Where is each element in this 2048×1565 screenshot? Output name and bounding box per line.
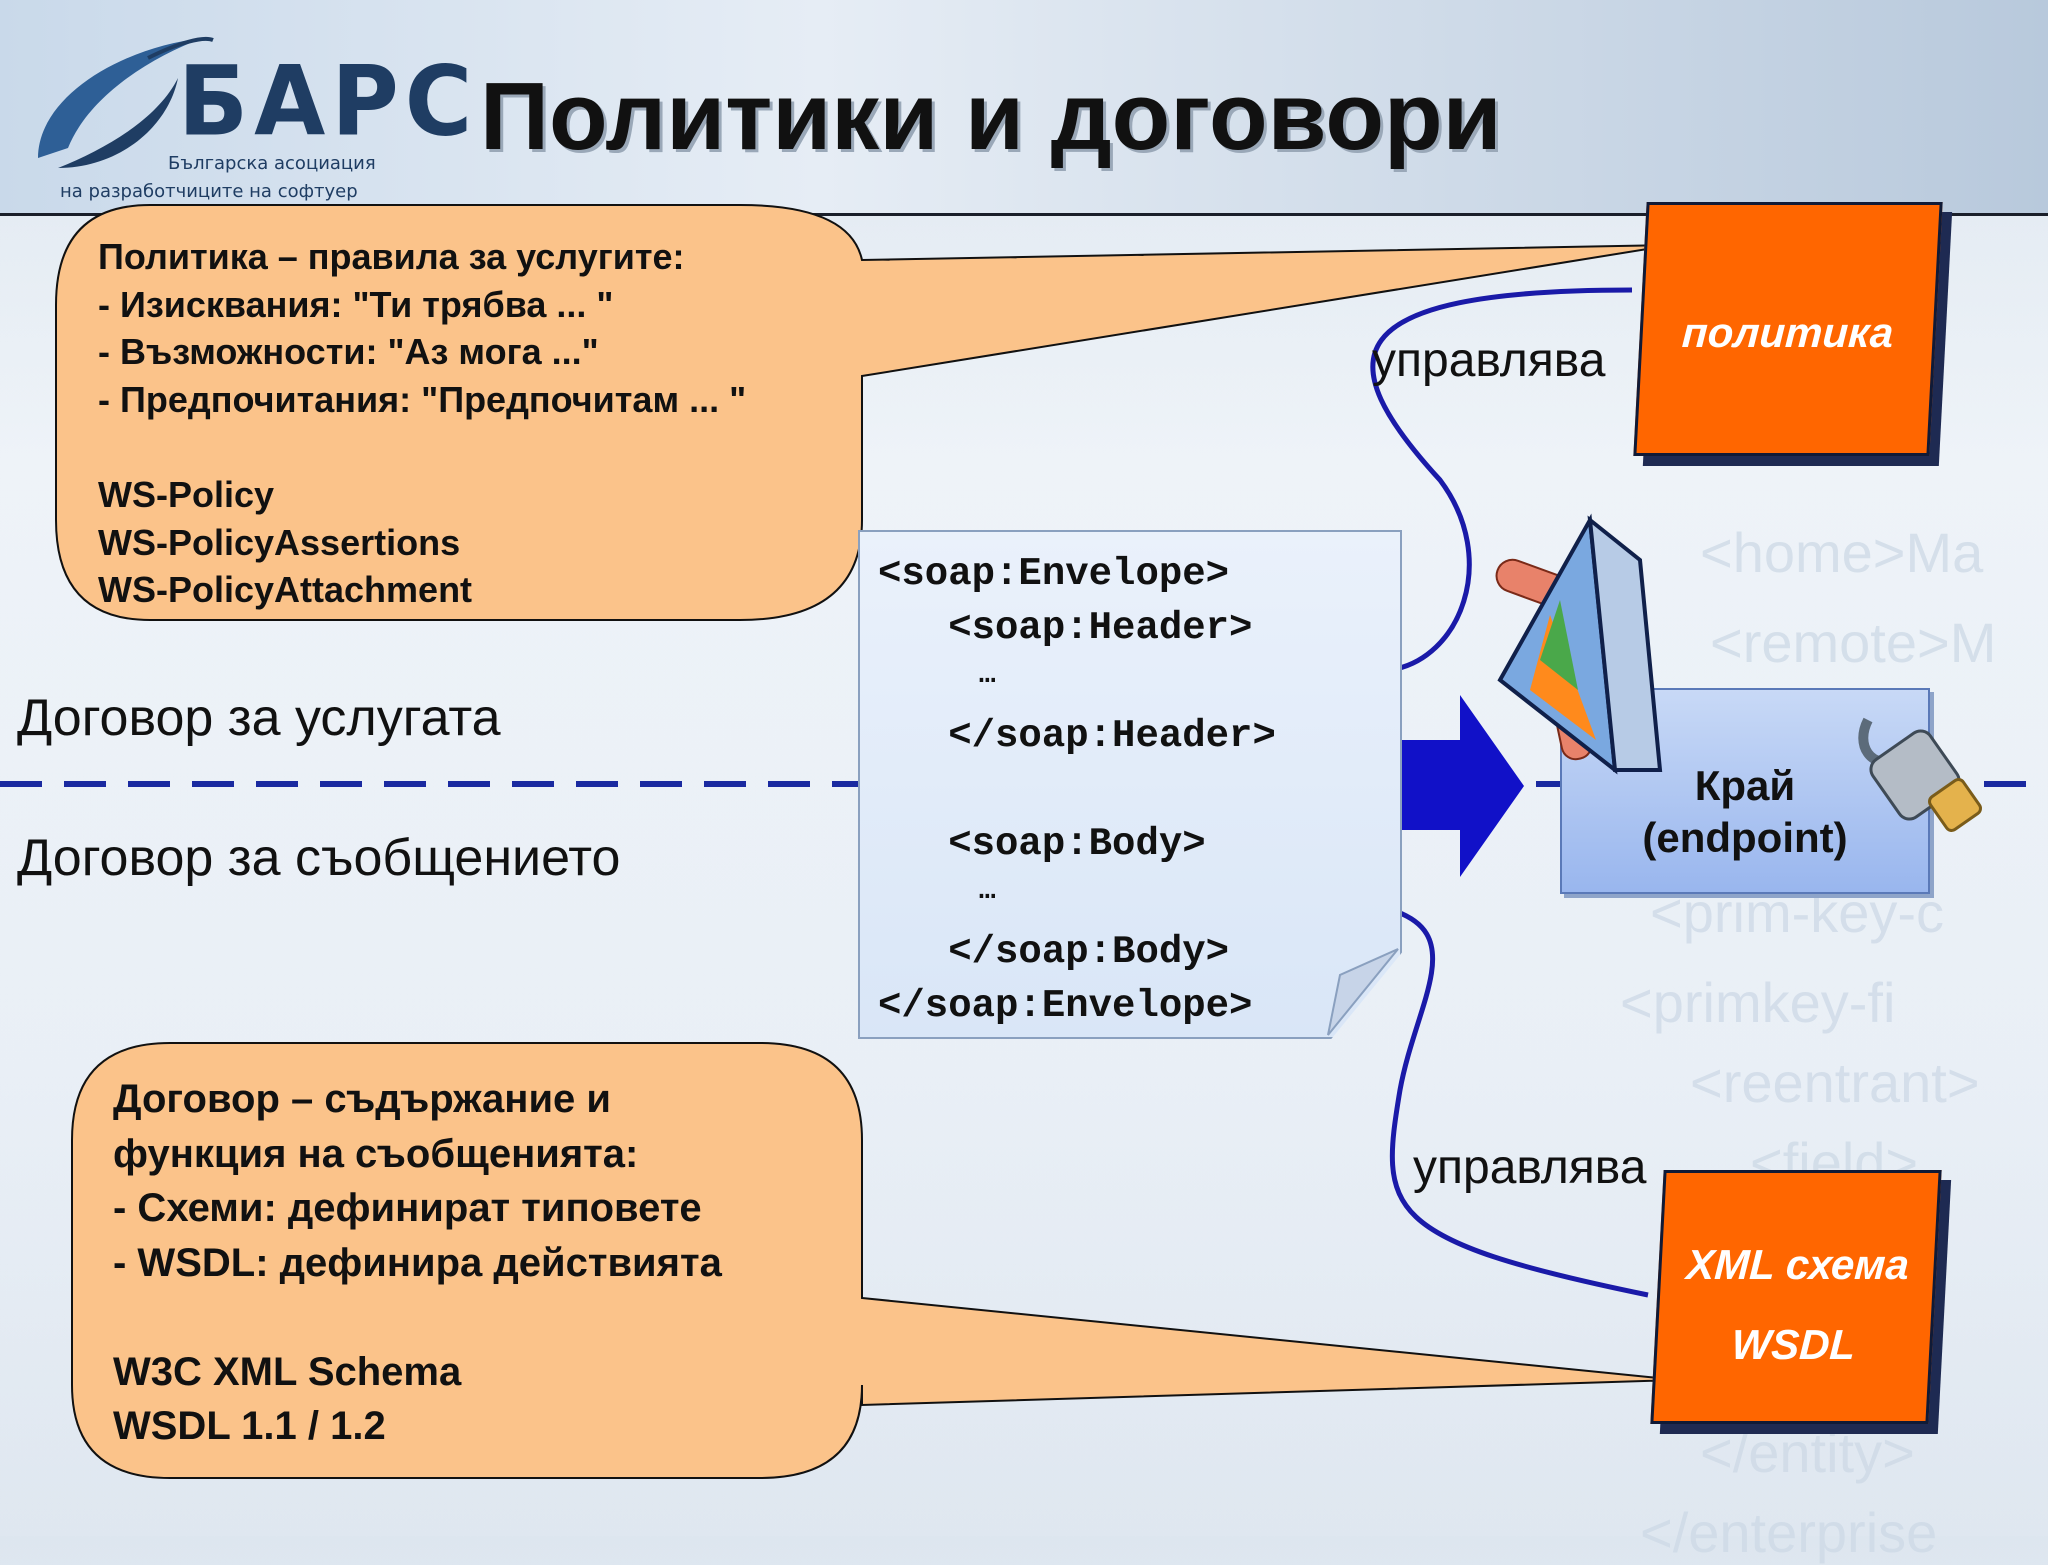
contract-callout-text: Договор – съдържание и функция на съобщен… bbox=[113, 1072, 722, 1454]
policy-callout-line bbox=[98, 423, 746, 471]
policy-callout-line: - Изисквания: "Ти трябва ... " bbox=[98, 283, 614, 325]
background-code-text: <home>Ma bbox=[1700, 521, 1984, 584]
contract-callout-line: - Схеми: дефинират типовете bbox=[113, 1186, 702, 1230]
logo-subtitle-line1: Българска асоциация bbox=[168, 153, 376, 174]
policy-callout-line: WS-PolicyAssertions bbox=[98, 521, 461, 563]
contract-callout-line: Договор – съдържание и bbox=[113, 1077, 611, 1121]
contract-callout-line: функция на съобщенията: bbox=[113, 1131, 639, 1176]
endpoint-box: Край (endpoint) bbox=[1560, 688, 1930, 894]
flow-arrow-icon bbox=[1398, 695, 1524, 877]
policy-callout-text: Политика – правила за услугите: - Изисква… bbox=[98, 233, 746, 614]
policy-callout-bubble bbox=[55, 204, 1673, 621]
soap-code-line: <soap:Body> bbox=[878, 822, 1206, 866]
message-contract-label: Договор за съобщението bbox=[17, 829, 621, 887]
policy-callout-line: - Предпочитания: "Предпочитам ... " bbox=[98, 378, 747, 420]
service-contract-label: Договор за услугата bbox=[17, 689, 501, 747]
soap-code-line: </soap:Envelope> bbox=[878, 984, 1253, 1028]
header-band bbox=[0, 0, 2048, 215]
policy-box-label: политика bbox=[1680, 309, 1895, 356]
manages-bottom-label: управлява bbox=[1413, 1141, 1647, 1194]
endpoint-sublabel: (endpoint) bbox=[1642, 814, 1848, 861]
policy-callout-line: Политика – правила за услугите: bbox=[98, 236, 685, 277]
soap-envelope-document bbox=[858, 530, 1402, 1039]
logo-subtitle-line2: на разработчиците на софтуер bbox=[60, 181, 358, 202]
contract-callout-line: W3C XML Schema bbox=[113, 1349, 462, 1394]
policy-box: политика bbox=[1633, 202, 1943, 456]
background-code-text: </entity> bbox=[1700, 1421, 1915, 1484]
soap-code-line: <soap:Envelope> bbox=[878, 552, 1230, 596]
manages-top-label: управлява bbox=[1372, 334, 1606, 387]
page-title: Политики и договори bbox=[480, 63, 1502, 170]
soap-code-line: </soap:Header> bbox=[878, 714, 1276, 758]
bars-logo: БАРС Българска асоциация на разработчици… bbox=[28, 18, 472, 202]
policy-callout-line: - Възможности: "Аз мога ..." bbox=[98, 331, 599, 373]
logo-swoosh-icon bbox=[38, 36, 214, 168]
header-divider bbox=[0, 213, 2048, 216]
soap-code-line: … bbox=[878, 876, 996, 907]
contract-callout-line: WSDL 1.1 / 1.2 bbox=[113, 1404, 386, 1448]
background-code-text: <reentrant> bbox=[1690, 1051, 1980, 1114]
logo-name: БАРС bbox=[178, 45, 479, 158]
wsdl-box-label: WSDL bbox=[1730, 1321, 1857, 1368]
policy-callout-line: WS-Policy bbox=[98, 473, 275, 515]
soap-code-line: … bbox=[878, 660, 996, 691]
policy-callout-line: WS-PolicyAttachment bbox=[98, 569, 473, 611]
endpoint-label: Край bbox=[1694, 762, 1796, 809]
contract-callout-line bbox=[113, 1290, 722, 1345]
schema-box-label: XML схема bbox=[1685, 1241, 1911, 1288]
contract-callout-bubble bbox=[71, 1042, 1679, 1479]
schema-wsdl-box: XML схема WSDL bbox=[1650, 1170, 1942, 1424]
soap-code-line: <soap:Header> bbox=[878, 606, 1253, 650]
background-code-text: <remote>M bbox=[1710, 611, 1997, 674]
contract-callout-line: - WSDL: дефинира действията bbox=[113, 1240, 722, 1285]
background-code-text: <primkey-fi bbox=[1620, 971, 1896, 1034]
soap-code-line: </soap:Body> bbox=[878, 930, 1230, 974]
